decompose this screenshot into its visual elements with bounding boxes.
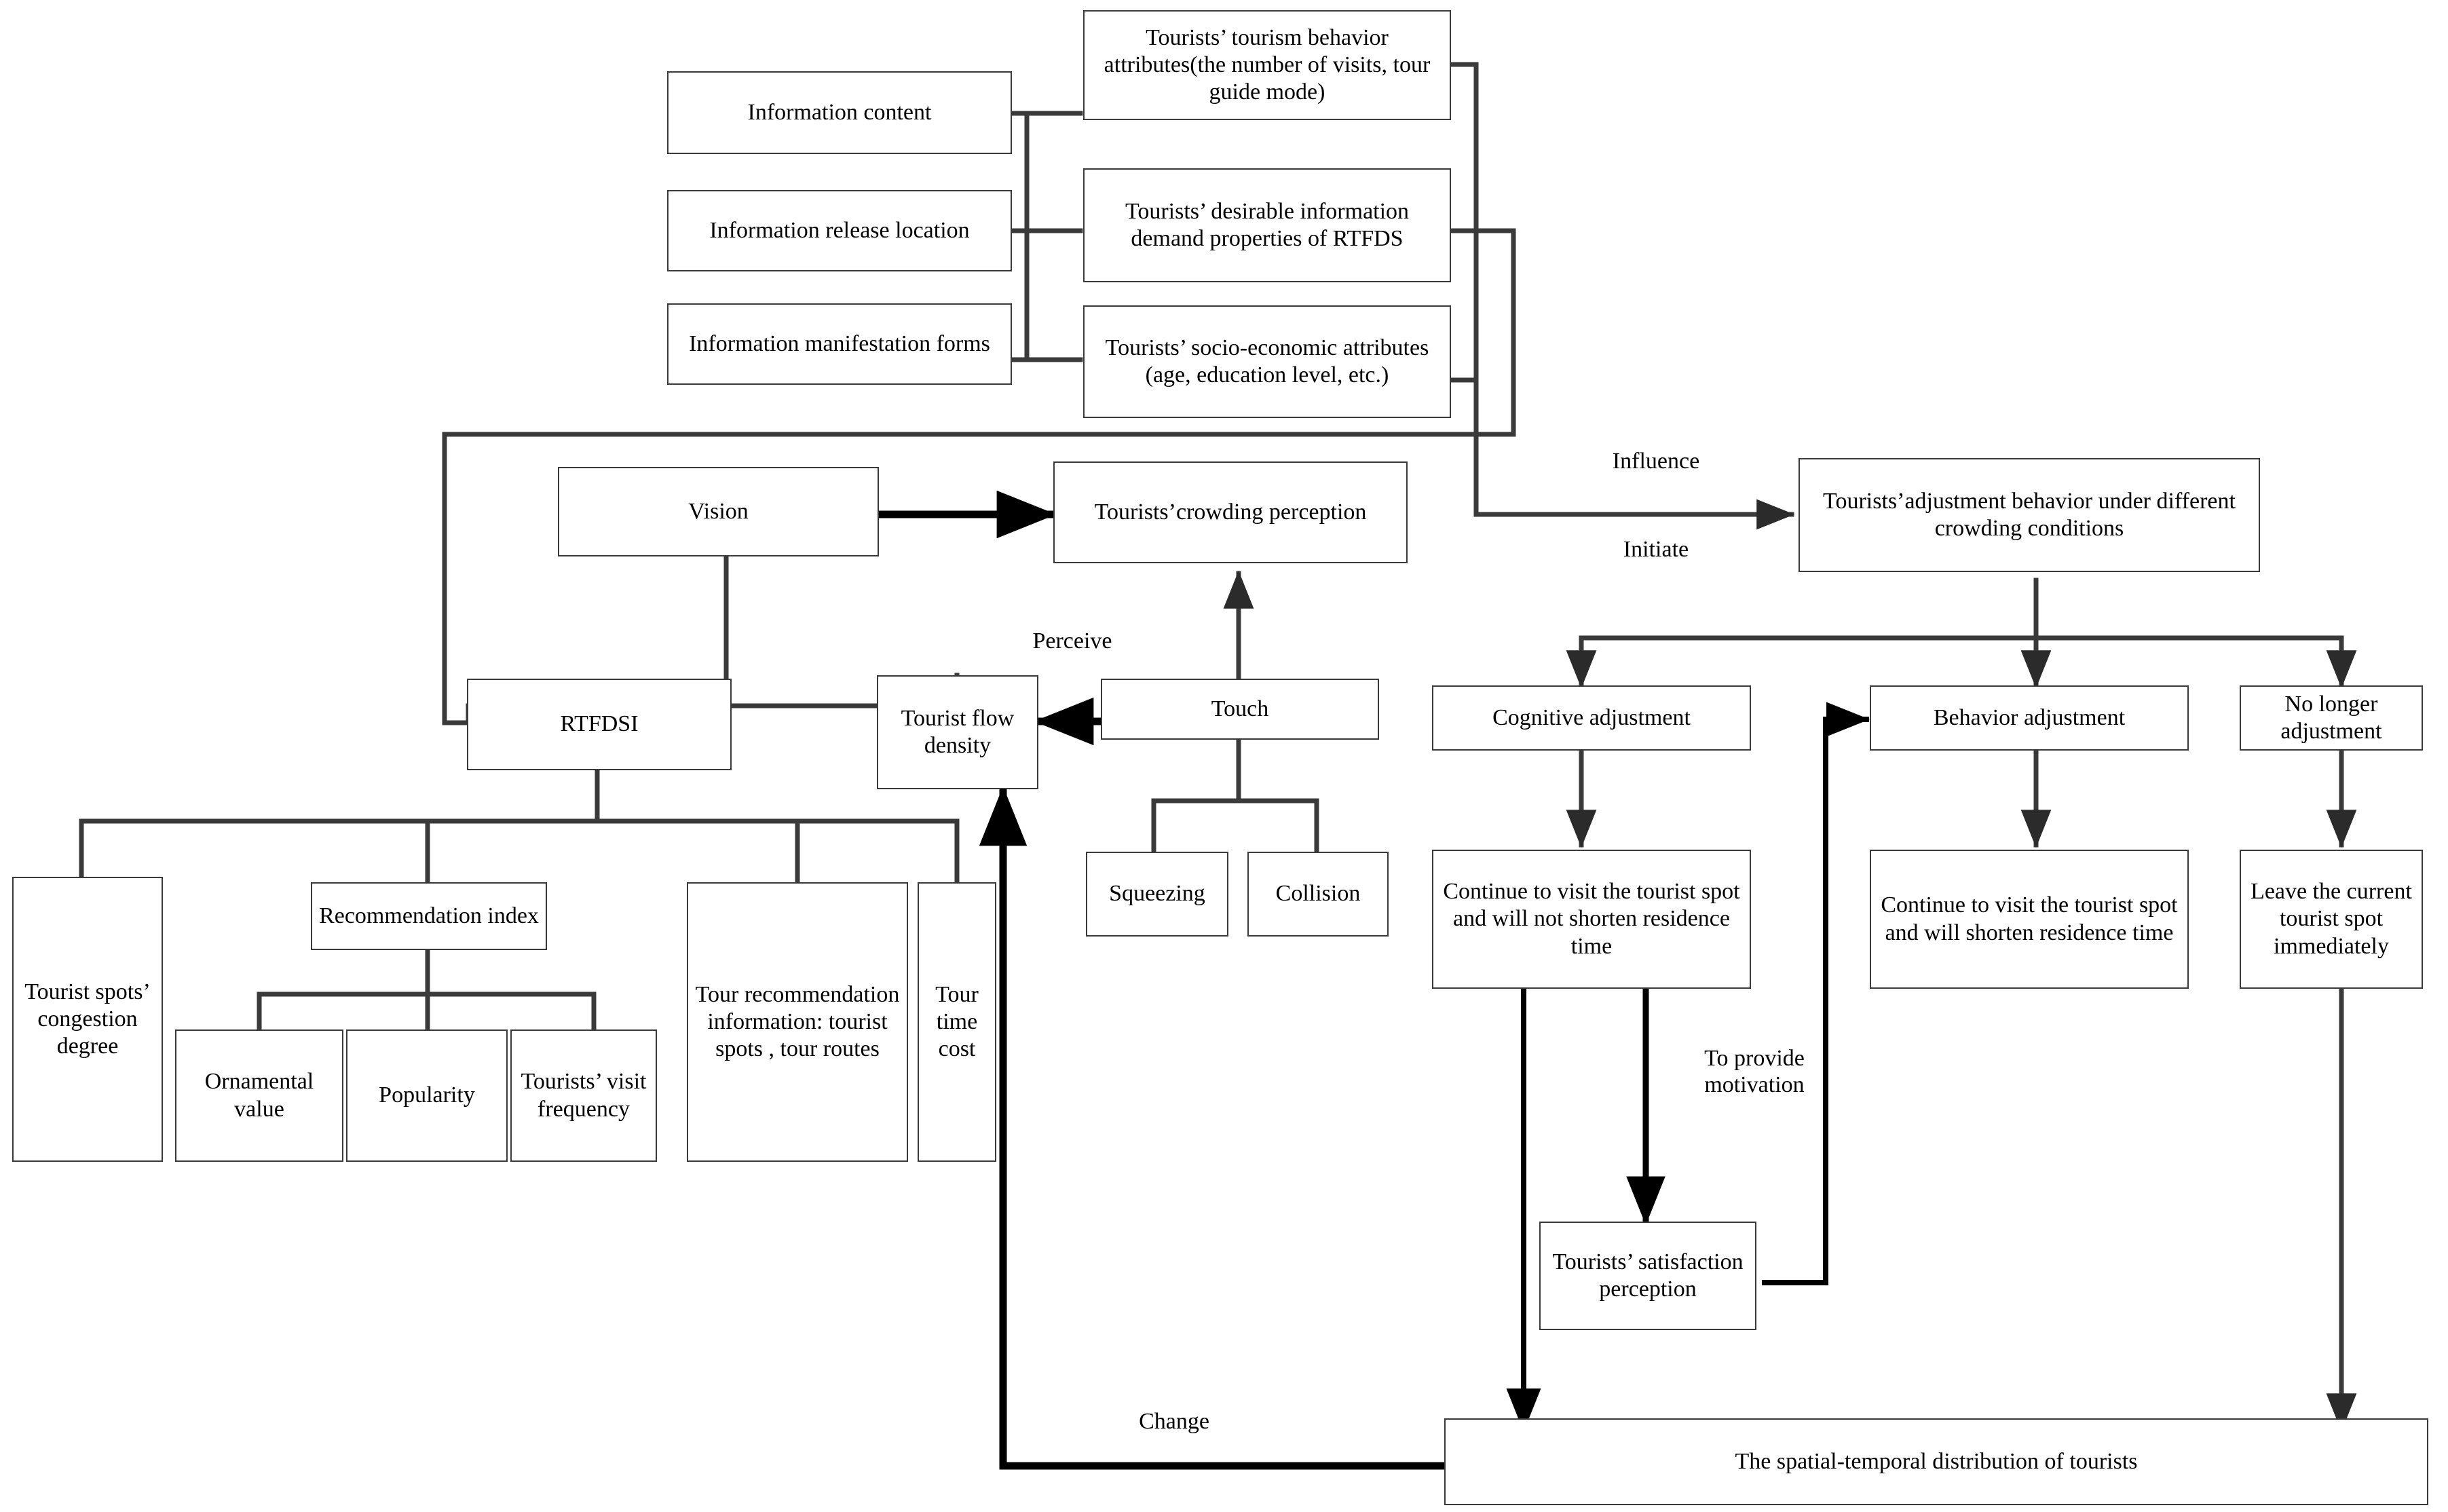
node-cognitive-adjustment[interactable]: Cognitive adjustment (1432, 685, 1751, 751)
node-information-manifestation-forms[interactable]: Information manifestation forms (667, 303, 1012, 385)
node-desirable-information-demand[interactable]: Tourists’ desirable information demand p… (1083, 168, 1451, 282)
node-vision[interactable]: Vision (558, 467, 879, 556)
node-ornamental-value[interactable]: Ornamental value (175, 1029, 343, 1162)
node-no-longer-adjustment[interactable]: No longer adjustment (2240, 685, 2423, 751)
node-squeezing[interactable]: Squeezing (1086, 852, 1228, 937)
edge-label-influence: Influence (1612, 449, 1700, 474)
node-tourism-behavior-attributes[interactable]: Tourists’ tourism behavior attributes(th… (1083, 10, 1451, 120)
node-continue-shorten[interactable]: Continue to visit the tourist spot and w… (1870, 850, 2189, 989)
node-socio-economic-attributes[interactable]: Tourists’ socio-economic attributes (age… (1083, 305, 1451, 418)
node-crowding-perception[interactable]: Tourists’crowding perception (1053, 461, 1408, 563)
node-tourist-flow-density[interactable]: Tourist flow density (877, 675, 1038, 789)
node-popularity[interactable]: Popularity (346, 1029, 508, 1162)
node-touch[interactable]: Touch (1101, 679, 1379, 740)
node-visit-frequency[interactable]: Tourists’ visit frequency (510, 1029, 657, 1162)
node-information-content[interactable]: Information content (667, 71, 1012, 154)
node-leave-immediately[interactable]: Leave the current tourist spot immediate… (2240, 850, 2423, 989)
node-congestion-degree[interactable]: Tourist spots’ congestion degree (12, 877, 163, 1162)
node-information-release-location[interactable]: Information release location (667, 190, 1012, 271)
edge-label-perceive: Perceive (1032, 628, 1112, 654)
node-rtfdsi[interactable]: RTFDSI (467, 679, 732, 770)
node-tour-recommendation-information[interactable]: Tour recommendation information: tourist… (687, 882, 908, 1162)
node-recommendation-index[interactable]: Recommendation index (311, 882, 547, 950)
edge-label-initiate: Initiate (1623, 537, 1689, 562)
node-spatial-temporal-distribution[interactable]: The spatial-temporal distribution of tou… (1444, 1418, 2428, 1505)
edge-label-change: Change (1139, 1409, 1209, 1434)
node-continue-not-shorten[interactable]: Continue to visit the tourist spot and w… (1432, 850, 1751, 989)
node-tour-time-cost[interactable]: Tour time cost (918, 882, 996, 1162)
node-adjustment-behavior[interactable]: Tourists’adjustment behavior under diffe… (1799, 458, 2260, 572)
edge-label-to-provide-motivation: To provide motivation (1704, 1046, 1805, 1098)
node-satisfaction-perception[interactable]: Tourists’ satisfaction perception (1539, 1222, 1756, 1330)
node-behavior-adjustment[interactable]: Behavior adjustment (1870, 685, 2189, 751)
node-collision[interactable]: Collision (1247, 852, 1389, 937)
